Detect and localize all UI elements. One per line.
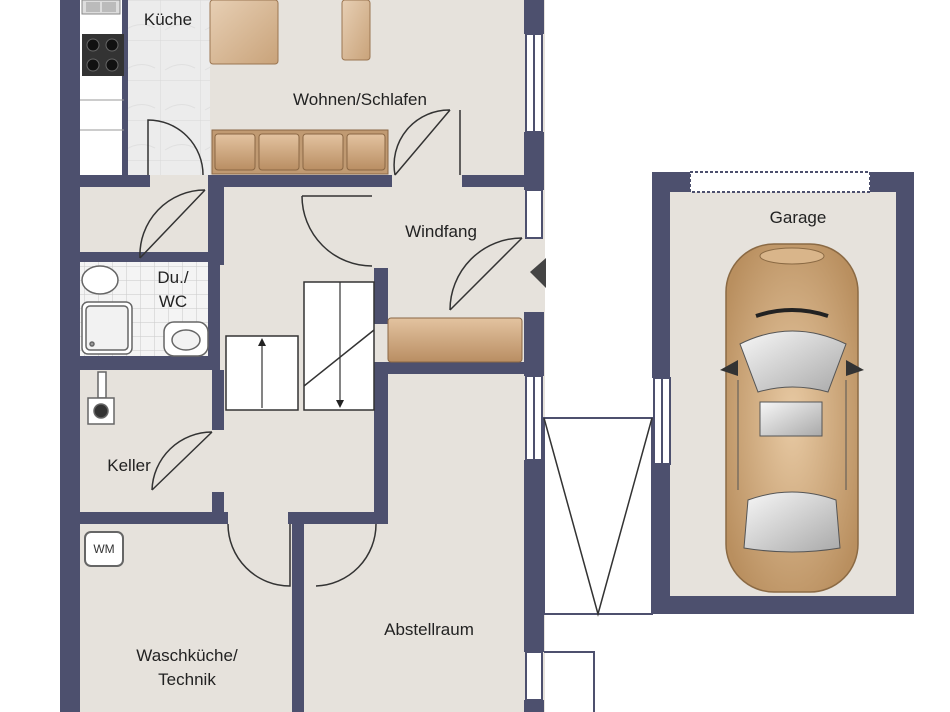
car-icon [720,243,864,593]
room-label-wohnen-schlafen: Wohnen/Schlafen [293,90,427,109]
room-label-windfang: Windfang [405,222,477,241]
room-label-abstellraum: Abstellraum [384,620,474,639]
room-label-garage: Garage [769,208,827,227]
kitchen-fixtures [80,0,124,131]
staircase [225,281,375,411]
walls [60,0,914,712]
room-label-waschkueche-technik: Waschküche/ Technik [136,646,238,689]
stair-arrow-down-icon [336,400,344,408]
heating-fixture [87,371,115,425]
bathroom-fixtures [81,265,209,357]
door-swings [139,109,523,587]
room-label-du-wc: Du./ WC [157,268,189,311]
garage-door [543,417,653,712]
entrance-arrow-icon [530,258,546,288]
windows [525,33,871,701]
stair-arrow-up-icon [258,338,266,346]
living-furniture [209,0,523,363]
room-label-keller: Keller [107,456,151,475]
room-label-kueche: Küche [143,10,193,29]
washing-machine: WM [84,531,124,567]
